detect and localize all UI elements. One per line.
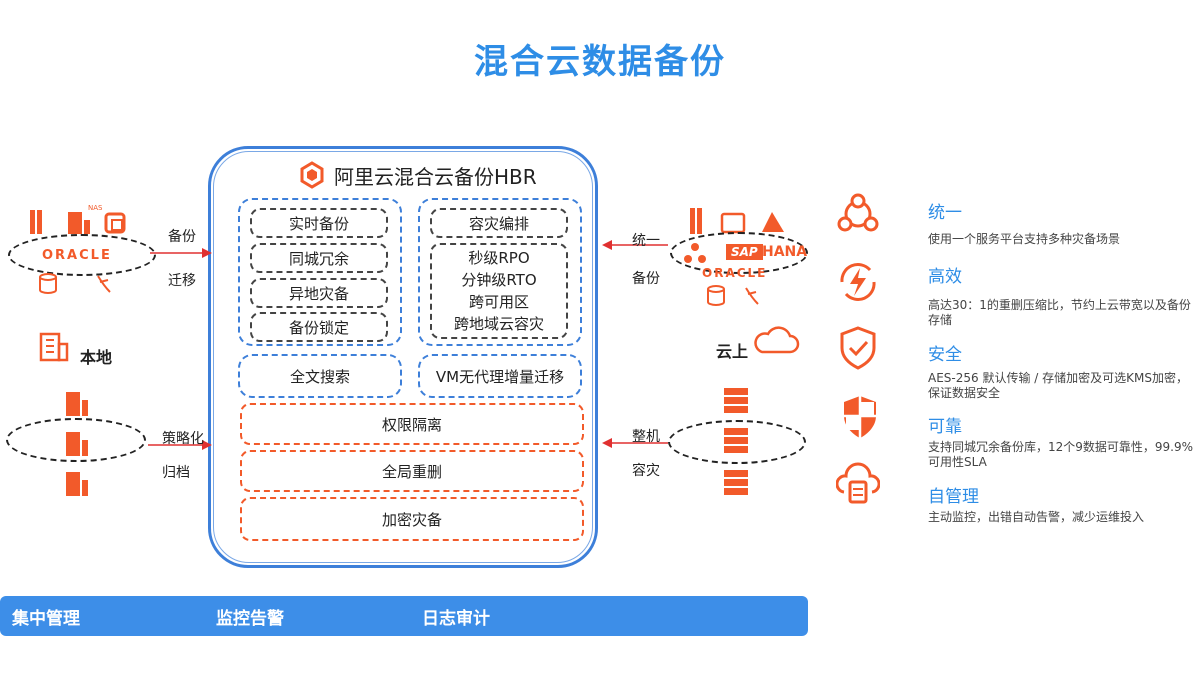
right-oracle-logo: ORACLE (702, 266, 768, 280)
shield-check-icon (840, 326, 876, 370)
share-nodes-icon (684, 243, 706, 263)
metric-rto: 分钟级RTO (461, 271, 537, 289)
hana-logo: HANA (762, 244, 808, 260)
hbr-panel-inner-border (213, 151, 593, 563)
hbr-logo-icon (300, 161, 324, 189)
left-top-server-icons (30, 210, 126, 234)
feature-title-self-managed: 自管理 (928, 487, 979, 507)
feature-realtime-backup: 实时备份 (250, 208, 388, 238)
feature-desc-efficient: 高达30：1的重删压缩比，节约上云带宽以及备份存储 (928, 298, 1191, 327)
feature-title-efficient: 高效 (928, 267, 962, 287)
feature-desc-unified: 使用一个服务平台支持多种灾备场景 (928, 232, 1121, 246)
right-feature-group (418, 198, 582, 346)
left-oracle-ellipse (8, 234, 156, 276)
nas-label-top: NAS (88, 204, 103, 212)
left-arrow1-top-label: 备份 (168, 229, 196, 245)
left-oracle-logo: ORACLE (42, 248, 112, 263)
right-arrow2-bottom-label: 容灾 (632, 463, 660, 479)
right-arrow2-top-label: 整机 (632, 429, 660, 445)
hbr-title: 阿里云混合云备份HBR (334, 164, 537, 189)
feature-title-unified: 统一 (928, 203, 962, 223)
feature-desc-secure: AES-256 默认传输 / 存储加密及可选KMS加密，保证数据安全 (928, 371, 1188, 400)
cloud-label: 云上 (716, 342, 749, 361)
feature-vm-agentless-migration: VM无代理增量迁移 (418, 354, 582, 398)
feature-desc-self-managed: 主动监控，出错自动告警，减少运维投入 (928, 510, 1145, 524)
share-network-icon (837, 193, 879, 232)
feature-dr-metrics: 秒级RPO 分钟级RTO 跨可用区 跨地域云容灾 (430, 243, 568, 339)
feature-title-reliable: 可靠 (928, 417, 962, 437)
hbr-header: 阿里云混合云备份HBR (298, 160, 537, 190)
left-arrow2-top-label: 策略化 (162, 431, 204, 447)
feature-full-text-search: 全文搜索 (238, 354, 402, 398)
metric-rpo: 秒级RPO (468, 249, 530, 267)
left-feature-group (238, 198, 402, 346)
feature-title-secure: 安全 (928, 345, 962, 365)
left-arrow1-bottom-label: 迁移 (168, 273, 196, 289)
feature-backup-lock: 备份锁定 (250, 312, 388, 342)
right-arrow1-bottom-label: 备份 (632, 271, 660, 287)
feature-desc-reliable: 支持同城冗余备份库，12个9数据可靠性，99.9%可用性SLA (928, 440, 1194, 469)
right-arrow-whole-machine-dr (602, 438, 668, 448)
page-title: 混合云数据备份 (474, 42, 726, 82)
shield-icon (844, 396, 876, 438)
right-db-icons (707, 285, 759, 306)
right-arrow-unified-backup (602, 240, 668, 250)
bar-log-audit: 日志审计 (422, 608, 490, 629)
left-arrow-archive (148, 440, 212, 450)
feature-offsite-dr: 异地灾备 (250, 278, 388, 308)
lightning-icon (840, 263, 876, 301)
metric-cross-az: 跨可用区 (468, 293, 529, 311)
feature-same-city-redundancy: 同城冗余 (250, 243, 388, 273)
feature-permission-isolation: 权限隔离 (240, 403, 584, 445)
building-icon (39, 332, 69, 362)
right-arrow1-top-label: 统一 (632, 233, 660, 249)
bar-centralized-management: 集中管理 (12, 608, 80, 629)
feature-encrypted-dr: 加密灾备 (240, 497, 584, 541)
hbr-panel (208, 146, 598, 568)
sap-logo: SAP (726, 244, 763, 260)
metric-cross-region: 跨地域云容灾 (453, 315, 544, 333)
bottom-management-bar: 集中管理 监控告警 日志审计 (0, 596, 808, 636)
feature-dr-orchestration: 容灾编排 (430, 208, 568, 238)
left-db-icons (39, 273, 111, 294)
left-arrow2-bottom-label: 归档 (162, 465, 190, 481)
cloud-server-icon (836, 462, 880, 504)
right-apps-ellipse (670, 232, 808, 274)
left-nas-ellipse (6, 418, 146, 462)
local-label: 本地 (80, 348, 113, 367)
left-arrow-backup (150, 248, 212, 258)
feature-global-dedup: 全局重删 (240, 450, 584, 492)
cloud-icon (754, 326, 800, 354)
bar-monitoring-alerts: 监控告警 (216, 608, 284, 629)
right-server-ellipse (668, 420, 806, 464)
